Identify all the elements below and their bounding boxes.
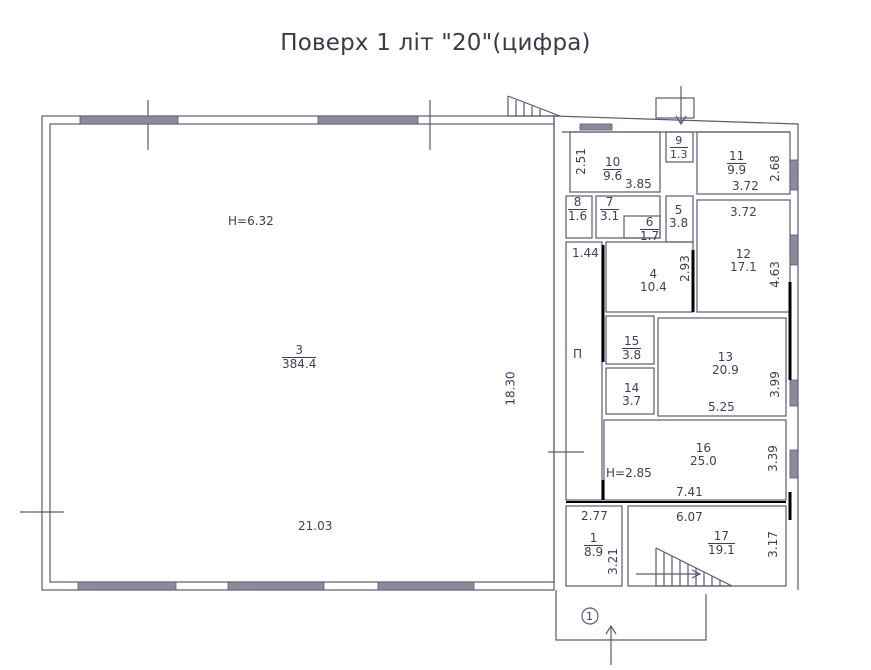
room-16-dim-h: 3.39 (765, 445, 780, 472)
room-12-dim-h: 4.63 (767, 261, 782, 288)
room-12-dim-w: 3.72 (730, 205, 757, 219)
room-17: 17 19.1 (708, 529, 735, 557)
room-8: 8 1.6 (568, 195, 588, 223)
room-10-dim-w: 3.85 (625, 177, 652, 191)
room-1-dim-h: 3.21 (605, 548, 620, 575)
room-9: 9 1.3 (670, 134, 688, 161)
room-10: 10 9.6 (603, 155, 623, 183)
room-5: 5 3.8 (669, 203, 689, 230)
corridor-width: 1.44 (572, 246, 599, 260)
room-11: 11 9.9 (727, 149, 747, 177)
entrance-marker-label: 1 (586, 610, 593, 623)
room-16-dim-w: 7.41 (676, 485, 703, 499)
room-3-area: 384.4 (282, 357, 317, 371)
room-7: 7 3.1 (600, 195, 620, 223)
room-1: 1 8.9 (584, 531, 604, 559)
room-11-dim-h: 2.68 (767, 155, 782, 182)
room-4-dim: 2.93 (677, 255, 692, 282)
main-hall-length: 18.30 (503, 371, 518, 406)
room-3: 3 384.4 (282, 344, 317, 371)
room-12: 12 17.1 (730, 247, 757, 274)
room-13-dim-h: 3.99 (767, 371, 782, 398)
room-14: 14 3.7 (622, 381, 642, 408)
room-10-dim-h: 2.51 (573, 148, 588, 175)
room-16-height: Н=2.85 (606, 466, 652, 480)
room-3-number: 3 (282, 344, 317, 358)
room-17-dim-w: 6.07 (676, 510, 703, 524)
room-11-dim-w: 3.72 (732, 179, 759, 193)
room-17-dim-h: 3.17 (765, 531, 780, 558)
room-13: 13 20.9 (712, 350, 739, 377)
room-6: 6 1.7 (640, 215, 660, 243)
room-13-dim-w: 5.25 (708, 400, 735, 414)
room-16: 16 25.0 (690, 441, 717, 468)
room-1-dim-w: 2.77 (581, 509, 608, 523)
main-hall-height: Н=6.32 (228, 214, 274, 228)
room-15: 15 3.8 (622, 334, 642, 362)
corridor-label: П (573, 347, 583, 361)
room-4: 4 10.4 (640, 267, 667, 294)
plan-title: Поверх 1 літ "20"(цифра) (280, 30, 591, 56)
main-hall-width: 21.03 (298, 519, 333, 533)
